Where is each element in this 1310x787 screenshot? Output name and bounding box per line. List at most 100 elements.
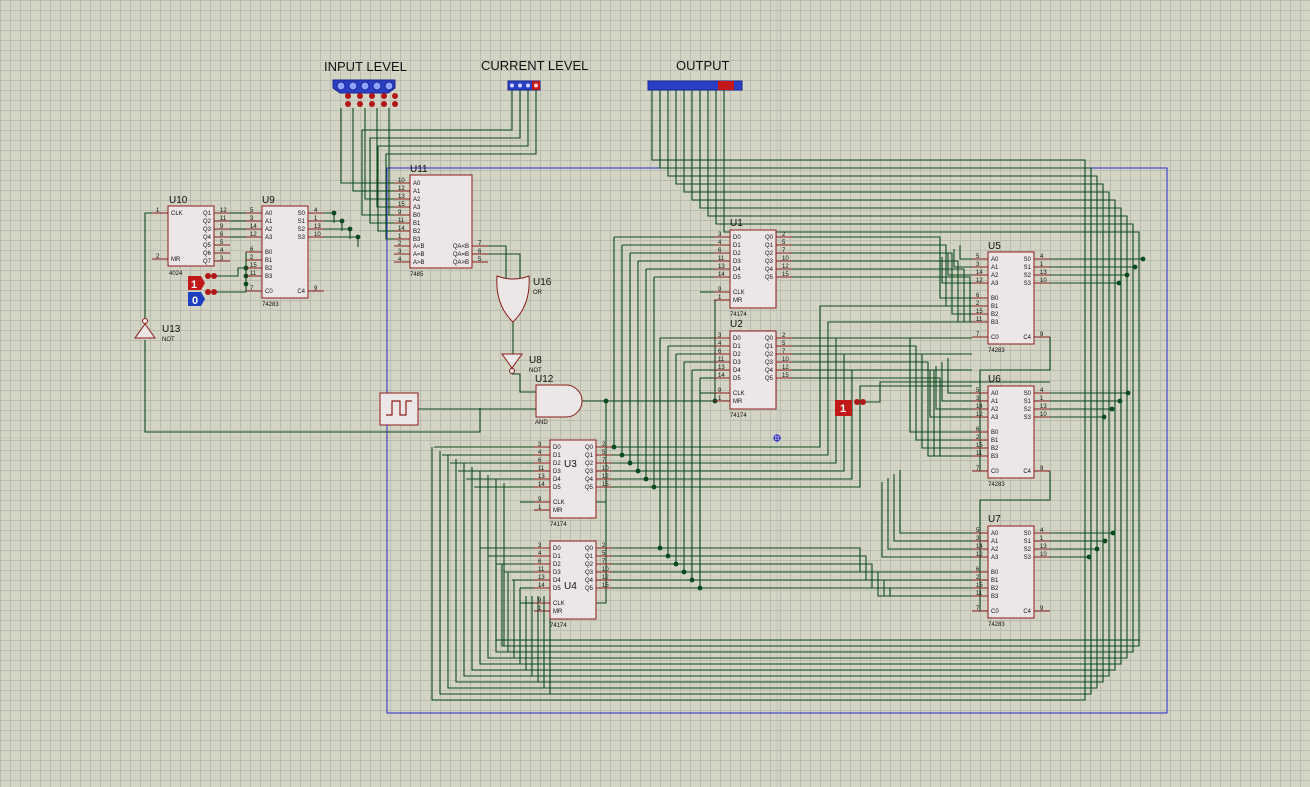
- pin-number: 14: [976, 270, 983, 276]
- wire: [324, 236, 359, 247]
- pin-number: 13: [538, 575, 545, 581]
- pin-label: CLK: [733, 391, 745, 397]
- pin-number: 4: [1040, 254, 1044, 260]
- wire: [612, 571, 972, 597]
- pin-number: 5: [602, 551, 606, 557]
- wire: [953, 249, 972, 268]
- pin-label: Q1: [203, 211, 212, 217]
- pin-number: 3: [718, 232, 722, 238]
- pin-number: 1: [538, 505, 542, 511]
- pin-number: 9: [538, 598, 542, 604]
- pin-number: 7: [976, 606, 980, 612]
- pin-number: 1: [398, 234, 402, 240]
- pin-label: Q3: [585, 469, 594, 475]
- pin-label: S0: [1024, 531, 1032, 537]
- pin-number: 2: [398, 241, 402, 247]
- pin-label: Q2: [765, 352, 774, 358]
- pin-label: D0: [733, 336, 741, 342]
- pin-label: Q3: [203, 227, 212, 233]
- wire: [507, 572, 1128, 653]
- gate-type: OR: [533, 290, 543, 296]
- clock-generator[interactable]: [379, 392, 419, 426]
- pin-number: 9: [718, 388, 722, 394]
- pin-number: 3: [718, 333, 722, 339]
- logic-source-high-top[interactable]: 1: [188, 273, 217, 291]
- logic-source-high-right[interactable]: 1: [835, 399, 866, 416]
- wires-layer: [144, 90, 1146, 701]
- pin-number: 6: [976, 567, 980, 573]
- pin-label: D3: [553, 570, 561, 576]
- chip-body: [261, 205, 309, 299]
- pin-number: 6: [718, 248, 722, 254]
- wire: [887, 478, 972, 550]
- pin-label: S1: [1024, 539, 1032, 545]
- wire: [612, 261, 639, 472]
- pin-label: B0: [991, 296, 999, 302]
- junction: [1124, 272, 1130, 278]
- pin-label: B3: [991, 320, 999, 326]
- pin-label: Q4: [765, 368, 774, 374]
- input-level-switch[interactable]: [332, 79, 398, 107]
- wire: [899, 470, 972, 534]
- pin-label: B3: [265, 274, 273, 280]
- pin-label: Q4: [585, 477, 594, 483]
- wire: [549, 596, 1086, 695]
- pin-number: 7: [976, 466, 980, 472]
- pin-number: 3: [398, 249, 402, 255]
- pin-label: D4: [553, 477, 561, 483]
- pin-label: Q1: [765, 344, 774, 350]
- chip-body: [409, 174, 473, 269]
- chip-ref: U1: [730, 218, 743, 229]
- pin-number: 14: [538, 583, 545, 589]
- pin-label: A0: [265, 211, 273, 217]
- chip-ref: U3: [564, 459, 577, 470]
- pin-label: A3: [991, 415, 999, 421]
- pin-label: B0: [991, 570, 999, 576]
- pin-label: Q2: [585, 461, 594, 467]
- wire: [582, 299, 716, 402]
- pin-number: 12: [782, 365, 789, 371]
- junction: [1110, 530, 1116, 536]
- pin-number: 13: [718, 365, 725, 371]
- pin-label: B1: [991, 304, 999, 310]
- wire: [612, 369, 972, 480]
- pin-label: B2: [265, 266, 273, 272]
- wire: [792, 260, 972, 323]
- pin-number: 11: [538, 567, 545, 573]
- logic-source-bottom-value: 0: [192, 295, 198, 307]
- pin-label: Q1: [585, 453, 594, 459]
- pin-number: 11: [220, 216, 227, 222]
- pin-label: B0: [991, 430, 999, 436]
- pin-number: 2: [782, 232, 786, 238]
- chip-type: 74283: [988, 482, 1005, 488]
- pin-number: 1: [1040, 262, 1044, 268]
- pin-label: D4: [733, 267, 741, 273]
- pin-number: 11: [538, 466, 545, 472]
- chip-ref: U6: [988, 374, 1001, 385]
- logic-source-low-bottom[interactable]: 0: [188, 289, 217, 307]
- wire: [941, 257, 972, 284]
- pin-label: D1: [553, 554, 561, 560]
- pin-number: 2: [250, 255, 254, 261]
- chip-type: 74174: [550, 623, 567, 629]
- pin-number: 7: [602, 458, 606, 464]
- pin-label: MR: [553, 609, 563, 615]
- and-gate-U12: U12 AND: [535, 374, 583, 426]
- pin-label: A0: [991, 391, 999, 397]
- chip-ref: U7: [988, 514, 1001, 525]
- pin-number: 14: [538, 482, 545, 488]
- pin-label: D2: [733, 251, 741, 257]
- pin-label: A3: [265, 235, 273, 241]
- wire: [612, 587, 972, 597]
- gate-ref: U8: [529, 355, 542, 366]
- pin-label: D5: [733, 275, 741, 281]
- pin-label: D1: [733, 344, 741, 350]
- current-level-probe: [507, 80, 541, 91]
- wire: [144, 340, 481, 433]
- pin-label: A<B: [413, 244, 425, 250]
- wire: [537, 596, 1098, 683]
- junction: [1086, 554, 1092, 560]
- pin-number: 5: [250, 208, 254, 214]
